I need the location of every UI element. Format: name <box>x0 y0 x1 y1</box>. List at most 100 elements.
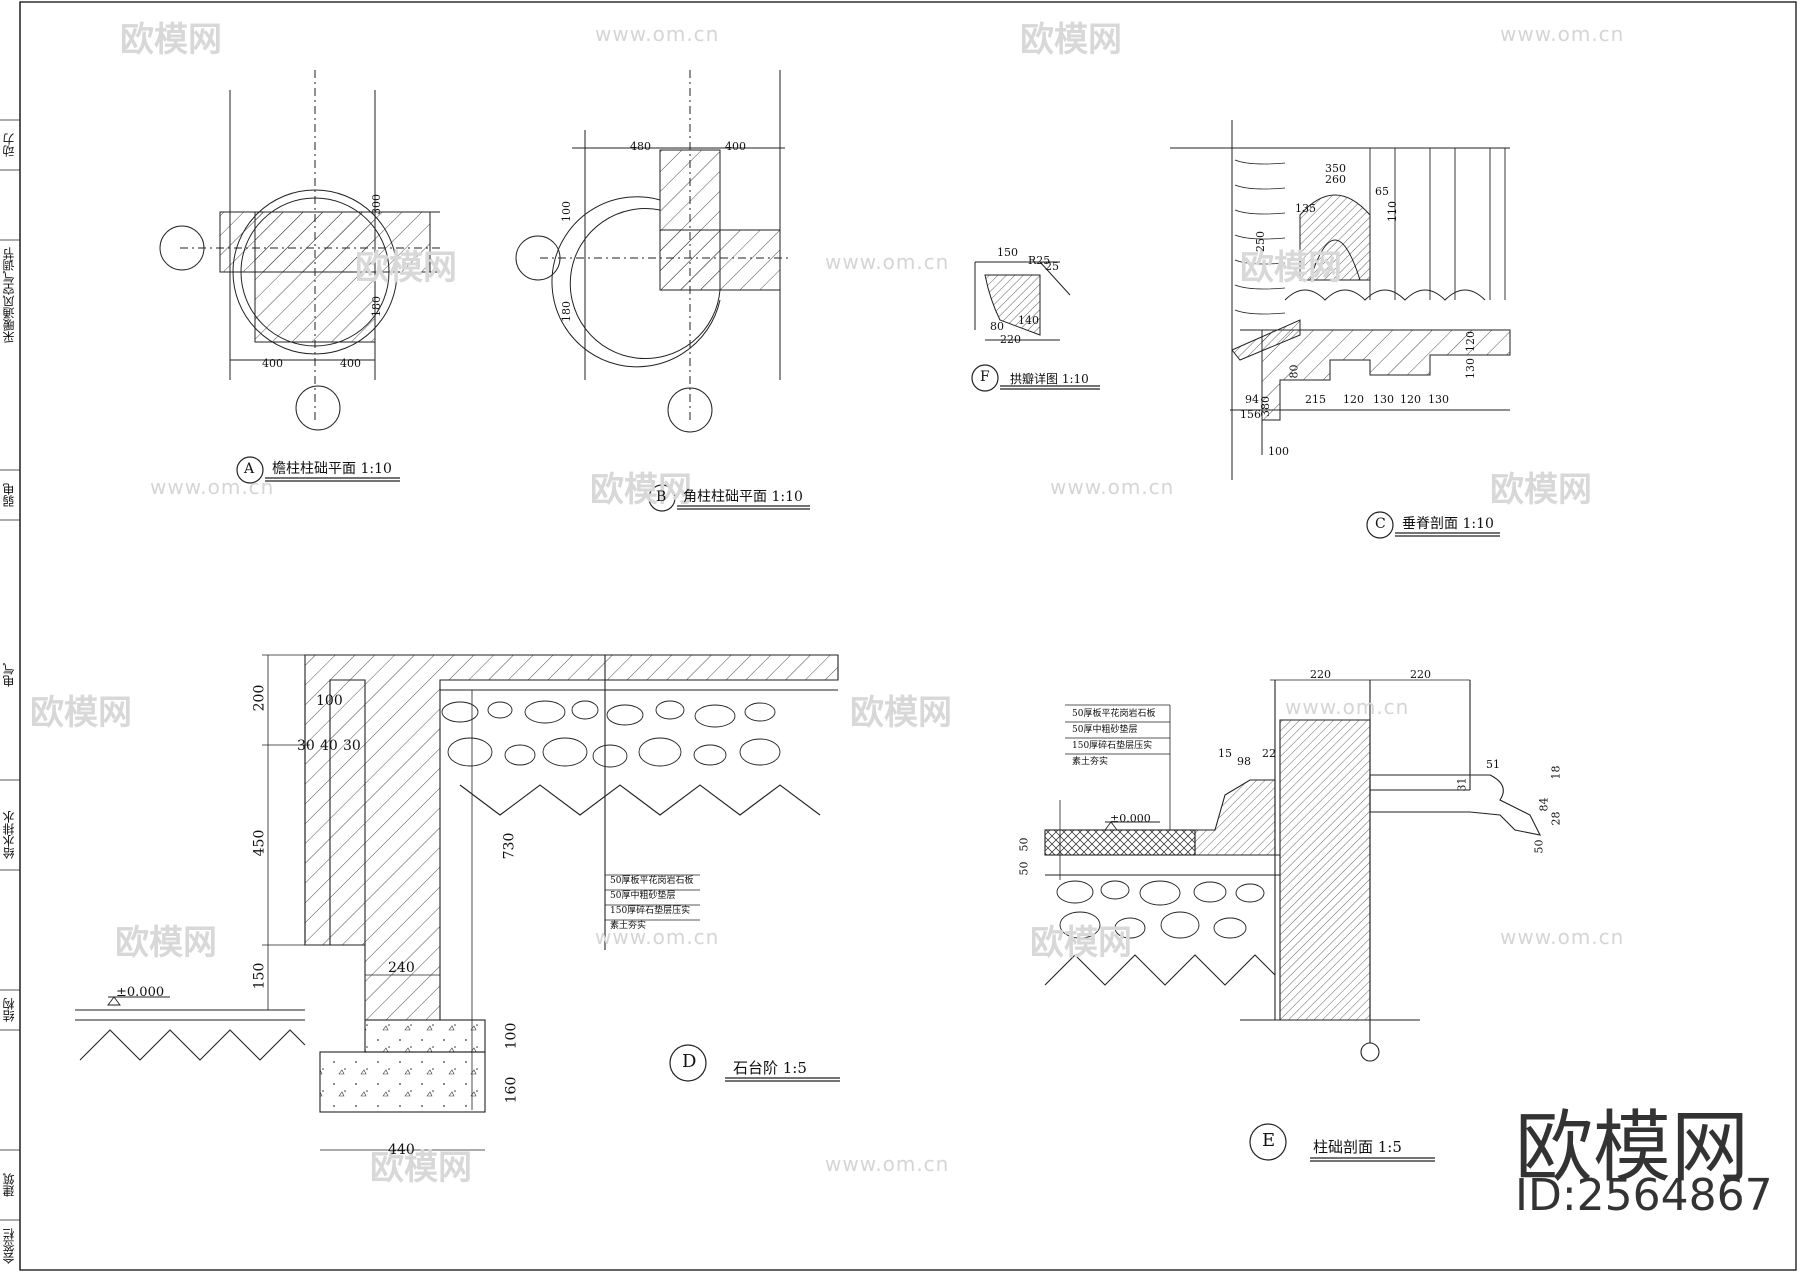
drawing-a-dim: 400 <box>262 357 283 370</box>
drawing-d-layer-1: 50厚板平花岗岩石板 <box>610 876 694 886</box>
watermark-logo: 欧模网 <box>355 248 457 288</box>
drawing-c-dim: 130 <box>1373 393 1394 406</box>
drawing-e-dim: 31 <box>1455 777 1469 792</box>
drawing-e-title: 柱础剖面 1:5 <box>1313 1138 1402 1156</box>
drawing-d-dim: 440 <box>388 1142 415 1158</box>
drawing-c-dim: 94 <box>1245 393 1259 406</box>
sidebar-item-architecture: 建筑 <box>2 1173 16 1197</box>
drawing-e-dim: 50 <box>1017 837 1031 852</box>
drawing-c-dim: 130 <box>1464 358 1477 379</box>
drawing-e-dim: 220 <box>1310 668 1331 681</box>
drawing-b-plan <box>515 70 790 433</box>
drawing-d-dim: 30 <box>343 738 361 754</box>
drawing-c-dim: 135 <box>1295 202 1316 215</box>
drawing-a-plan <box>159 70 440 431</box>
drawing-c-section <box>1170 120 1511 480</box>
drawing-c-dim: 130 <box>1428 393 1449 406</box>
drawing-c-dim: 120 <box>1464 331 1477 352</box>
sidebar-item-weak-current: 弱电 <box>2 483 16 507</box>
drawing-e-layer-1: 50厚板平花岗岩石板 <box>1072 709 1156 719</box>
watermark-url: www.om.cn <box>595 22 720 46</box>
watermark-logo: 欧模网 <box>1240 248 1342 288</box>
drawing-c-dim: 350 <box>1325 162 1346 175</box>
drawing-d-section <box>75 654 839 1151</box>
drawing-c-dim: 100 <box>1268 445 1289 458</box>
watermark-url: www.om.cn <box>1050 475 1175 499</box>
watermark-logo: 欧模网 <box>1020 20 1122 60</box>
drawing-e-dim: 18 <box>1549 765 1563 780</box>
watermark-url: www.om.cn <box>1285 695 1410 719</box>
drawing-e-dim: 50 <box>1017 861 1031 876</box>
sidebar-item-hvac: 采暖通风空气调节 <box>2 247 16 343</box>
drawing-f-title: 拱瓣详图 1:10 <box>1010 372 1089 386</box>
title-markers <box>236 364 1500 1162</box>
watermark-logo: 欧模网 <box>590 470 692 510</box>
watermark-logo: 欧模网 <box>115 923 217 963</box>
drawing-c-dim: 380 <box>1259 396 1272 417</box>
drawing-d-dim: 450 <box>251 829 268 857</box>
sidebar-item-plumbing: 给水排水 <box>2 811 16 859</box>
sidebar-dividers <box>0 119 20 1221</box>
drawing-e-dim: 50 <box>1532 839 1546 854</box>
sidebar-item-structure: 结构 <box>2 998 16 1022</box>
drawing-e-dim: 15 <box>1218 747 1232 760</box>
drawing-b-dim: 180 <box>560 301 573 322</box>
drawing-c-dim: 215 <box>1305 393 1326 406</box>
sidebar-item-power: 动力 <box>2 133 16 157</box>
drawing-e-level: ±0.000 <box>1110 812 1151 825</box>
drawing-f-dim: 25 <box>1045 260 1059 273</box>
drawing-e-layer-3: 150厚碎石垫层压实 <box>1072 741 1153 751</box>
drawing-d-level: ±0.000 <box>116 985 165 1000</box>
level-markers <box>107 821 1160 1006</box>
watermark-url: www.om.cn <box>150 475 275 499</box>
drawing-d-dim: 100 <box>503 1022 520 1050</box>
drawing-d-title: 石台阶 1:5 <box>733 1059 807 1077</box>
drawing-e-dim: 84 <box>1537 797 1551 812</box>
drawing-a-dim: 400 <box>340 357 361 370</box>
drawing-c-dim: 250 <box>1254 231 1267 252</box>
drawing-e-layer-4: 素土夯实 <box>1072 757 1109 767</box>
drawing-d-layer-3: 150厚碎石垫层压实 <box>610 906 691 916</box>
e-gravel-layer <box>1056 880 1265 939</box>
drawing-d-dim: 100 <box>316 693 343 709</box>
drawing-b-dim: 400 <box>725 140 746 153</box>
drawing-e-dim: 98 <box>1237 755 1251 768</box>
drawing-c-dim: 110 <box>1386 201 1399 222</box>
drawing-d-dim: 30 <box>297 738 315 754</box>
drawing-d-dim: 150 <box>251 962 268 990</box>
drawing-f-dim: 80 <box>990 320 1004 333</box>
drawing-b-dim: 100 <box>560 201 573 222</box>
drawing-b-dim: 480 <box>630 140 651 153</box>
drawing-f-dim: 150 <box>997 246 1018 259</box>
drawing-c-dim: 260 <box>1325 173 1346 186</box>
watermark-logo: 欧模网 <box>1490 470 1592 510</box>
drawing-d-dim: 240 <box>388 960 415 976</box>
watermark-logo: 欧模网 <box>370 1148 472 1188</box>
watermark-url: www.om.cn <box>825 250 950 274</box>
drawing-d-dim: 200 <box>251 684 268 712</box>
watermark-url: www.om.cn <box>1500 925 1625 949</box>
watermark-url: www.om.cn <box>1500 22 1625 46</box>
watermark-url: www.om.cn <box>825 1152 950 1176</box>
drawing-a-dim: 180 <box>370 296 383 317</box>
drawing-a-marker: A <box>244 461 255 477</box>
watermark-logo: 欧模网 <box>30 693 132 733</box>
drawing-b-title: 角柱柱础平面 1:10 <box>683 489 803 505</box>
drawing-c-marker: C <box>1375 516 1386 532</box>
watermark-logo: 欧模网 <box>850 693 952 733</box>
drawing-c-dim: 120 <box>1343 393 1364 406</box>
gravel-layer <box>441 700 781 768</box>
drawing-f-dim: 220 <box>1000 333 1021 346</box>
drawing-c-title: 垂脊剖面 1:10 <box>1402 516 1494 532</box>
drawing-f-marker: F <box>980 369 990 385</box>
drawing-f-dim: 140 <box>1018 314 1039 327</box>
drawing-a-title: 檐柱柱础平面 1:10 <box>272 461 392 477</box>
drawing-e-section <box>1044 679 1541 1062</box>
drawing-e-marker: E <box>1262 1130 1276 1151</box>
drawing-d-dim: 40 <box>320 738 338 754</box>
drawing-f-detail <box>974 261 1071 341</box>
drawing-e-layer-2: 50厚中粗砂垫层 <box>1072 725 1138 735</box>
brand-id: ID:2564867 <box>1515 1170 1773 1221</box>
drawing-b-marker: B <box>656 489 667 505</box>
